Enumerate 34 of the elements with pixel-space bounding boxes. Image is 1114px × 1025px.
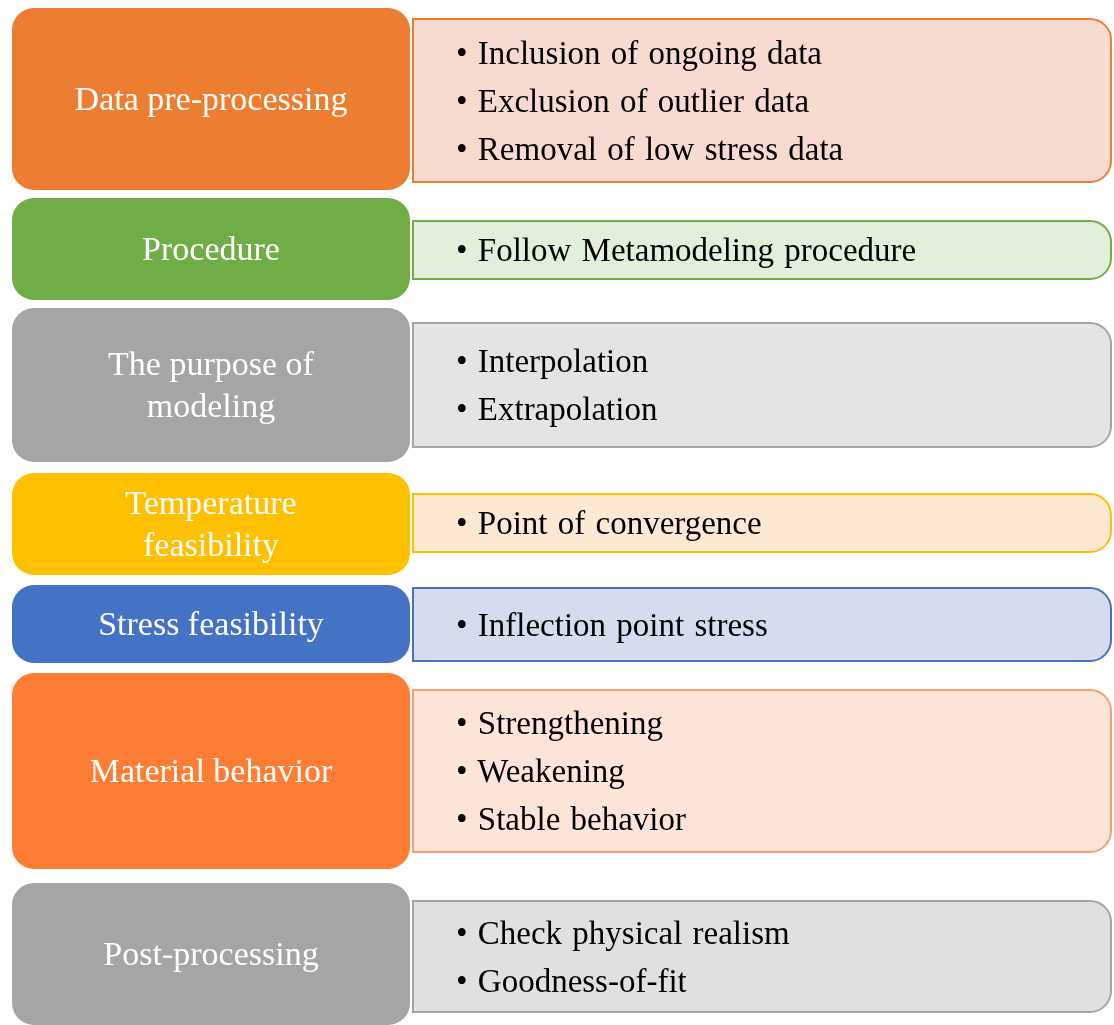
stage-label: Temperature feasibility: [124, 483, 298, 565]
stage-label: Stress feasibility: [98, 604, 324, 644]
stage-box: [12, 585, 410, 663]
detail-panel: [412, 587, 1112, 662]
detail-panel: [412, 220, 1112, 280]
detail-panel: [412, 493, 1112, 553]
detail-panel: [412, 322, 1112, 448]
bullet-item: • Stable behavior: [456, 800, 686, 839]
bullet-item: • Extrapolation: [456, 390, 658, 429]
stage-box: [12, 8, 410, 190]
stage-box: [12, 883, 410, 1025]
bullet-item: • Goodness-of-fit: [456, 961, 687, 1001]
detail-panel: [412, 900, 1112, 1013]
stage-box: [12, 673, 410, 869]
bullet-item: • Inclusion of ongoing data: [456, 33, 822, 73]
bullet-item: • Point of convergence: [456, 504, 762, 543]
bullet-item: • Inflection point stress: [456, 605, 768, 645]
bullet-item: • Strengthening: [456, 704, 663, 743]
bullet-item: • Exclusion of outlier data: [456, 81, 810, 121]
detail-panel: [412, 18, 1112, 183]
bullet-item: • Removal of low stress data: [456, 129, 844, 169]
stage-label: Material behavior: [89, 751, 333, 791]
bullet-item: • Interpolation: [456, 342, 649, 381]
stage-label: Procedure: [142, 229, 280, 269]
bullet-item: • Follow Metamodeling procedure: [456, 231, 917, 270]
stage-label: Data pre-processing: [74, 79, 348, 119]
detail-panel: [412, 689, 1112, 853]
bullet-item: • Check physical realism: [456, 913, 790, 953]
bullet-item: • Weakening: [456, 752, 625, 791]
stage-label: Post-processing: [103, 934, 319, 974]
stage-box: [12, 198, 410, 300]
stage-label: The purpose of modeling: [107, 344, 315, 426]
stage-box: [12, 473, 410, 575]
stage-box: [12, 308, 410, 462]
